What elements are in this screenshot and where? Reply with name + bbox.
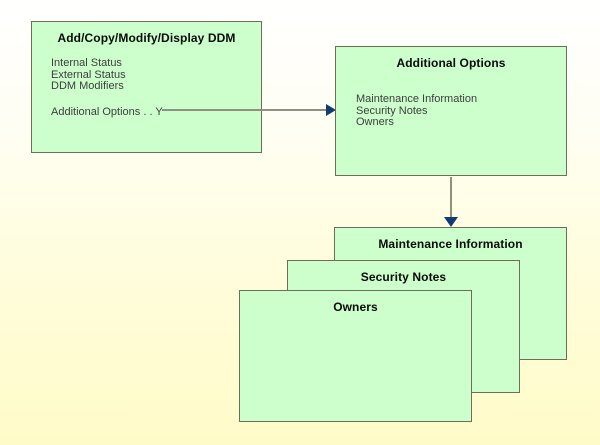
owners-box: Owners (239, 290, 472, 422)
horizontal-connector-line (162, 109, 327, 111)
ddm-menu-box-title: Add/Copy/Modify/Display DDM (57, 31, 236, 45)
menu-item-external-status: External Status (51, 68, 126, 81)
additional-options-box: Additional Options Maintenance Informati… (335, 46, 567, 176)
menu-item-ddm-modifiers: DDM Modifiers (51, 80, 124, 92)
option-item-maintenance-information: Maintenance Information (356, 93, 478, 105)
maintenance-information-box-title: Maintenance Information (378, 237, 523, 251)
security-notes-box-title: Security Notes (360, 270, 447, 284)
arrow-right-icon (326, 104, 336, 116)
owners-box-title: Owners (333, 300, 378, 314)
additional-options-field: Additional Options . . Y (51, 106, 163, 118)
option-item-owners: Owners (356, 116, 394, 128)
option-item-security-notes: Security Notes (356, 104, 428, 117)
additional-options-box-items: Maintenance Information Security Notes O… (356, 93, 478, 129)
menu-item-internal-status: Internal Status (51, 57, 122, 69)
ddm-menu-box: Add/Copy/Modify/Display DDM Internal Sta… (31, 21, 262, 153)
additional-options-box-title: Additional Options (396, 56, 506, 70)
ddm-menu-box-items: Internal Status External Status DDM Modi… (51, 57, 126, 93)
vertical-connector-line (450, 177, 452, 219)
arrow-down-icon (444, 217, 458, 227)
